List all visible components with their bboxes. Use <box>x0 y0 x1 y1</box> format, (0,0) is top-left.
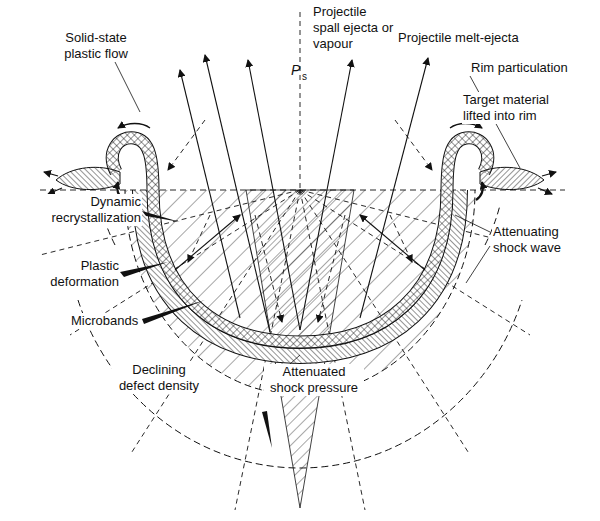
pressure-symbol: P <box>290 62 301 78</box>
target-label: Target material lifted into rim <box>462 92 574 124</box>
rim-label: Rim particulation <box>470 60 569 76</box>
zone-label: Dynamic recrystallization <box>26 194 142 226</box>
zone-label: Plastic deformation <box>36 258 120 290</box>
melt-ejecta-label: Projectile melt-ejecta <box>397 30 520 46</box>
zone-label: Microbands <box>70 313 139 329</box>
pressure-label: Attenuated shock pressure <box>264 364 364 396</box>
ejecta-label: Projectile spall ejecta or vapour <box>312 4 396 52</box>
flow-label: Solid-state plastic flow <box>52 30 140 62</box>
pressure-subscript: s <box>301 71 308 83</box>
shock-label: Attenuating shock wave <box>492 224 576 256</box>
zone-label: Declining defect density <box>112 362 206 394</box>
